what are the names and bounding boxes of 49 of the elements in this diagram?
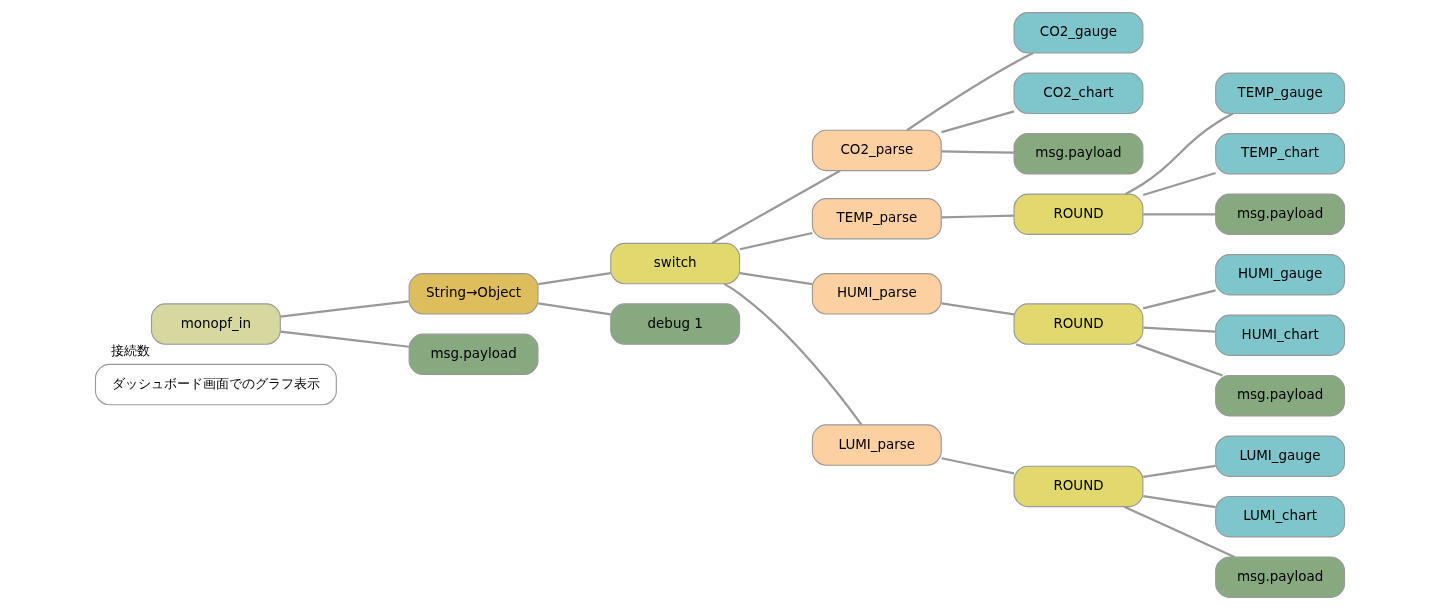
- connector: [1142, 171, 1216, 197]
- connector: [941, 110, 1015, 134]
- node-box: ROUND: [1013, 465, 1144, 508]
- connector: [1123, 505, 1235, 558]
- connector: [711, 169, 841, 245]
- node-box: HUMI_gauge: [1215, 254, 1346, 296]
- node-box: msg.payload: [1215, 556, 1346, 598]
- node-box: msg.payload: [1013, 133, 1144, 175]
- connector: [1143, 464, 1216, 478]
- connector: [1125, 112, 1234, 195]
- connector: [739, 272, 813, 286]
- connector: [280, 330, 409, 348]
- connector: [941, 302, 1015, 316]
- connector: [723, 282, 863, 426]
- node-box: LUMI_gauge: [1215, 435, 1346, 477]
- node-box: TEMP_parse: [811, 198, 942, 240]
- node-box: msg.payload: [1215, 193, 1346, 235]
- connector: [538, 272, 611, 286]
- connector: [1143, 326, 1216, 333]
- connector: [941, 214, 1014, 219]
- node-box: ダッシュボード画面でのグラフ表示: [94, 363, 337, 406]
- node-box: TEMP_gauge: [1215, 72, 1346, 114]
- node-box: ROUND: [1013, 193, 1144, 235]
- node-box: CO2_parse: [811, 129, 942, 172]
- node-box: TEMP_chart: [1215, 133, 1346, 175]
- connector: [280, 300, 409, 318]
- connector: [1143, 213, 1216, 216]
- node-box: debug 1: [610, 303, 741, 345]
- connector: [906, 52, 1034, 132]
- connector: [1135, 343, 1223, 377]
- connector: [1143, 495, 1216, 509]
- connector: [538, 302, 611, 316]
- node-box: msg.payload: [408, 333, 539, 375]
- node-box: HUMI_parse: [811, 273, 942, 315]
- node-box: switch: [610, 242, 741, 285]
- node-box: LUMI_parse: [811, 424, 942, 466]
- connector: [739, 231, 813, 251]
- node-box: CO2_chart: [1013, 72, 1144, 114]
- node-box: String→Object: [408, 273, 539, 315]
- node-box: monopf_in: [150, 303, 281, 345]
- node-box: HUMI_chart: [1215, 314, 1346, 356]
- connector: [941, 457, 1015, 475]
- node-box: CO2_gauge: [1013, 12, 1144, 54]
- node-label: 接続数: [111, 342, 151, 358]
- node-box: ROUND: [1013, 303, 1144, 345]
- node-box: LUMI_chart: [1215, 496, 1346, 538]
- connector: [941, 150, 1014, 154]
- node-box: msg.payload: [1215, 375, 1346, 417]
- connector: [1142, 289, 1216, 310]
